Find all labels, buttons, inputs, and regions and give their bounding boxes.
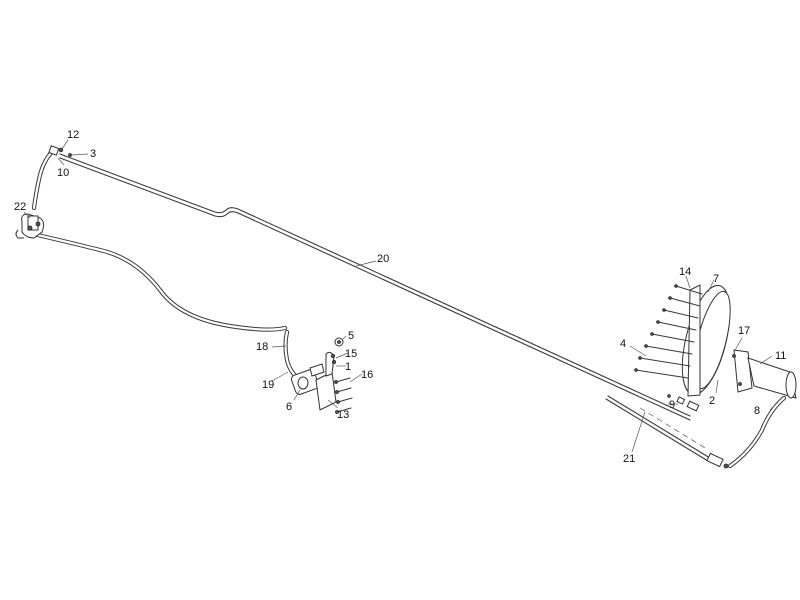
- rigid-tube-long: [59, 153, 691, 417]
- flexible-hose-right-inner: [728, 396, 786, 468]
- callout-20: 20: [377, 253, 389, 265]
- callout-13: 13: [337, 409, 349, 421]
- housing-bolts: [634, 284, 703, 379]
- fitting-right: [667, 394, 700, 412]
- valve-assembly: [15, 213, 45, 239]
- callout-6: 6: [286, 401, 292, 413]
- callout-3: 3: [90, 148, 96, 160]
- callout-1: 1: [345, 361, 351, 373]
- flexible-hose-long-inner: [22, 230, 287, 331]
- callout-4: 4: [620, 338, 626, 350]
- callout-labels: 12 3 10 22 20 18 19 6 13 5 15 1 16 14 7 …: [14, 129, 786, 465]
- top-fitting-group: [48, 145, 72, 157]
- fitting-lower: [706, 452, 729, 469]
- flexible-hose-long: [21, 229, 288, 332]
- callout-9: 9: [669, 399, 675, 411]
- callout-8: 8: [754, 405, 760, 417]
- leader-lines: [23, 139, 779, 453]
- cylinder-right: [732, 349, 797, 399]
- callout-2: 2: [709, 395, 715, 407]
- callout-17: 17: [738, 325, 750, 337]
- callout-16: 16: [361, 369, 373, 381]
- callout-7: 7: [713, 273, 719, 285]
- callout-15: 15: [345, 348, 357, 360]
- callout-10: 10: [57, 167, 69, 179]
- callout-18: 18: [256, 341, 268, 353]
- callout-14: 14: [679, 266, 691, 278]
- callout-21: 21: [623, 453, 635, 465]
- callout-22: 22: [14, 201, 26, 213]
- dashed-assembly-line: [639, 407, 706, 449]
- flexible-hose-short-inner: [284, 330, 300, 380]
- callout-12: 12: [67, 129, 79, 141]
- callout-19: 19: [262, 379, 274, 391]
- fastener-group-left: [330, 337, 353, 414]
- round-housing: [681, 284, 731, 397]
- flexible-hose-top-inner: [32, 150, 54, 210]
- callout-5: 5: [348, 330, 354, 342]
- callout-11: 11: [775, 350, 786, 362]
- flexible-hose-top: [31, 149, 55, 211]
- rigid-tube-long-second-wall: [59, 157, 691, 421]
- cylinder-left: [290, 363, 325, 395]
- rigid-tube-lower-second-wall: [605, 398, 709, 462]
- bracket-plate: [315, 351, 337, 411]
- rigid-tube-lower: [607, 395, 711, 459]
